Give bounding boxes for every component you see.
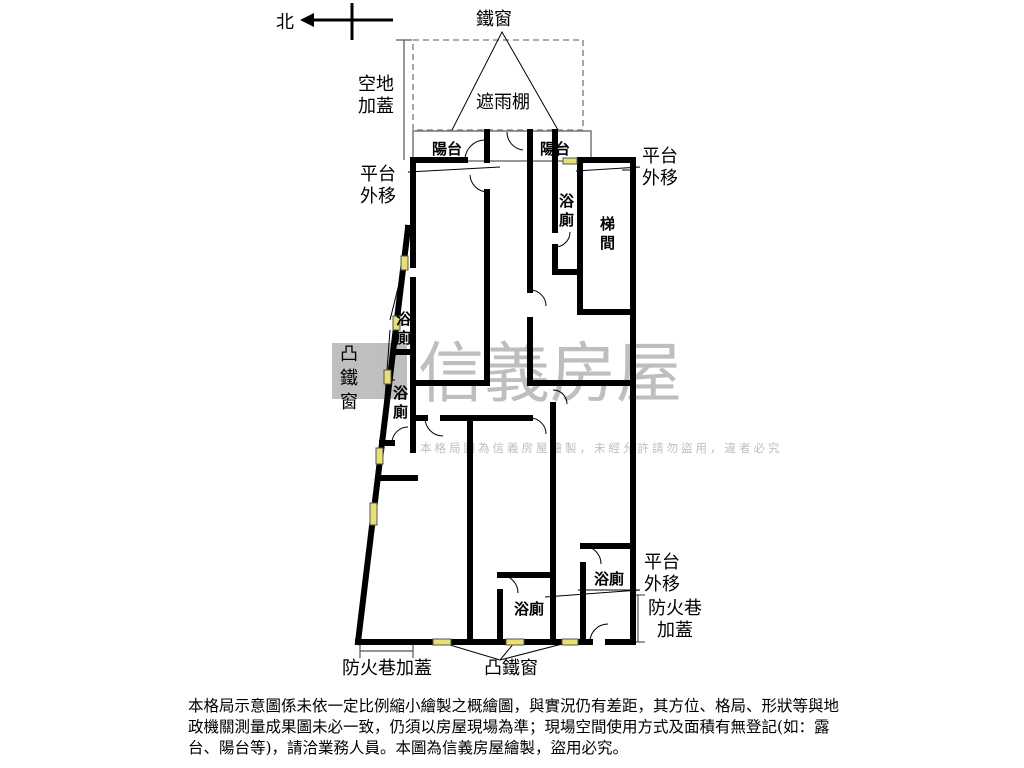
label-bathroom-bottom-2: 浴廁	[594, 570, 624, 588]
rain-shelter-area	[412, 39, 584, 131]
watermark-notice: 本格局圖為信義房屋繪製，未經允許請勿盜用，違者必究	[420, 441, 783, 455]
label-platform-shift-left: 平台外移	[360, 164, 396, 207]
north-label: 北	[276, 12, 294, 33]
watermark-brand: 信義房屋	[418, 335, 682, 412]
disclaimer-text: 本格局示意圖係未依一定比例縮小繪製之概繪圖，與實況仍有差距，其方位、格局、形狀等…	[188, 697, 840, 757]
balcony-outline	[412, 130, 592, 162]
label-vacant-land-addition: 空地加蓋	[358, 74, 394, 117]
label-bay-window-bottom: 凸鐵窗	[484, 658, 538, 679]
windows	[369, 157, 579, 646]
label-bathroom-bottom-1: 浴廁	[514, 600, 544, 618]
label-bathroom-left-2: 浴廁	[393, 384, 409, 421]
label-balcony-right: 陽台	[540, 140, 570, 158]
label-rain-shelter: 遮雨棚	[476, 92, 530, 113]
north-arrow-icon	[300, 13, 314, 27]
label-bathroom-top-right: 浴廁	[559, 192, 575, 229]
north-compass: 北	[276, 3, 393, 40]
label-bay-window-left: 凸鐵窗	[340, 344, 358, 413]
label-balcony-left: 陽台	[432, 140, 462, 158]
label-platform-shift-bottom: 平台外移	[644, 552, 680, 595]
label-fire-lane-bottom: 防火巷加蓋	[342, 658, 432, 679]
label-platform-shift-right: 平台外移	[642, 146, 678, 189]
label-bathroom-left-1: 浴廁	[396, 310, 412, 347]
doors	[391, 131, 609, 643]
label-stairwell: 梯間	[600, 215, 616, 252]
label-iron-window: 鐵窗	[476, 9, 512, 30]
label-fire-lane-right: 防火巷加蓋	[648, 598, 702, 641]
walls	[354, 129, 636, 646]
